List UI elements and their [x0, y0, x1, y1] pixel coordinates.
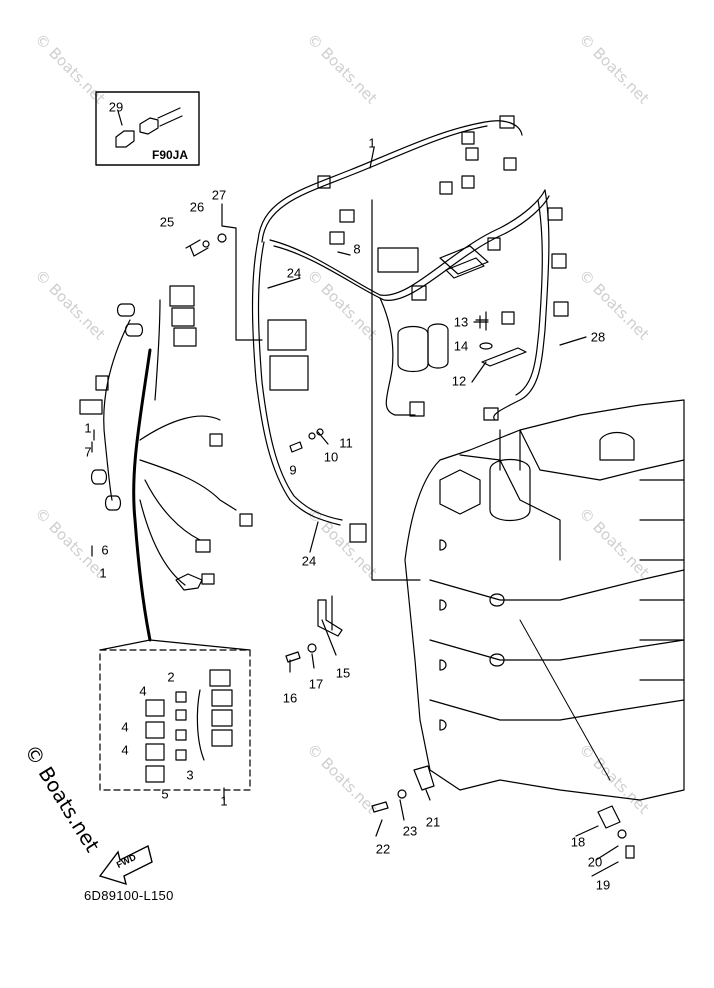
callout-21: 21 [425, 814, 441, 830]
callout-1-harness: 1 [368, 135, 376, 151]
callout-11: 11 [339, 435, 353, 451]
callout-18: 18 [570, 834, 586, 850]
fwd-arrow-icon [98, 844, 153, 886]
callout-6: 6 [101, 542, 109, 558]
callout-1-inset: 1 [220, 793, 228, 809]
callout-23: 23 [402, 823, 418, 839]
callout-8: 8 [353, 241, 361, 257]
callout-22: 22 [375, 841, 391, 857]
callout-13: 13 [453, 314, 469, 330]
callout-25: 25 [159, 214, 175, 230]
callout-1-lower: 1 [99, 565, 107, 581]
callout-12: 12 [451, 373, 467, 389]
callout-19: 19 [595, 877, 611, 893]
callout-27: 27 [211, 187, 227, 203]
callout-5: 5 [161, 786, 169, 802]
callout-2: 2 [167, 669, 175, 685]
callout-4-b: 4 [121, 719, 129, 735]
inset-box [95, 91, 200, 166]
callout-15: 15 [335, 665, 351, 681]
callout-20: 20 [587, 854, 603, 870]
callout-3: 3 [186, 767, 194, 783]
callout-17: 17 [308, 676, 324, 692]
callout-4-a: 4 [139, 683, 147, 699]
callout-1-sub: 1 [84, 420, 92, 436]
callout-24-lower: 24 [301, 553, 317, 569]
inset-model-label: F90JA [152, 148, 189, 162]
callout-4-c: 4 [121, 742, 129, 758]
callout-16: 16 [282, 690, 298, 706]
inset-part-number: 29 [108, 99, 124, 115]
callout-14: 14 [453, 338, 469, 354]
part-code: 6D89100-L150 [84, 888, 174, 903]
engine-block [404, 399, 685, 801]
callout-26: 26 [189, 199, 205, 215]
callout-7: 7 [84, 444, 92, 460]
callout-10: 10 [323, 449, 339, 465]
callout-28: 28 [590, 329, 606, 345]
relay-inset [99, 649, 251, 791]
main-harness [257, 120, 523, 241]
callout-24-upper: 24 [286, 265, 302, 281]
callout-9: 9 [289, 462, 297, 478]
